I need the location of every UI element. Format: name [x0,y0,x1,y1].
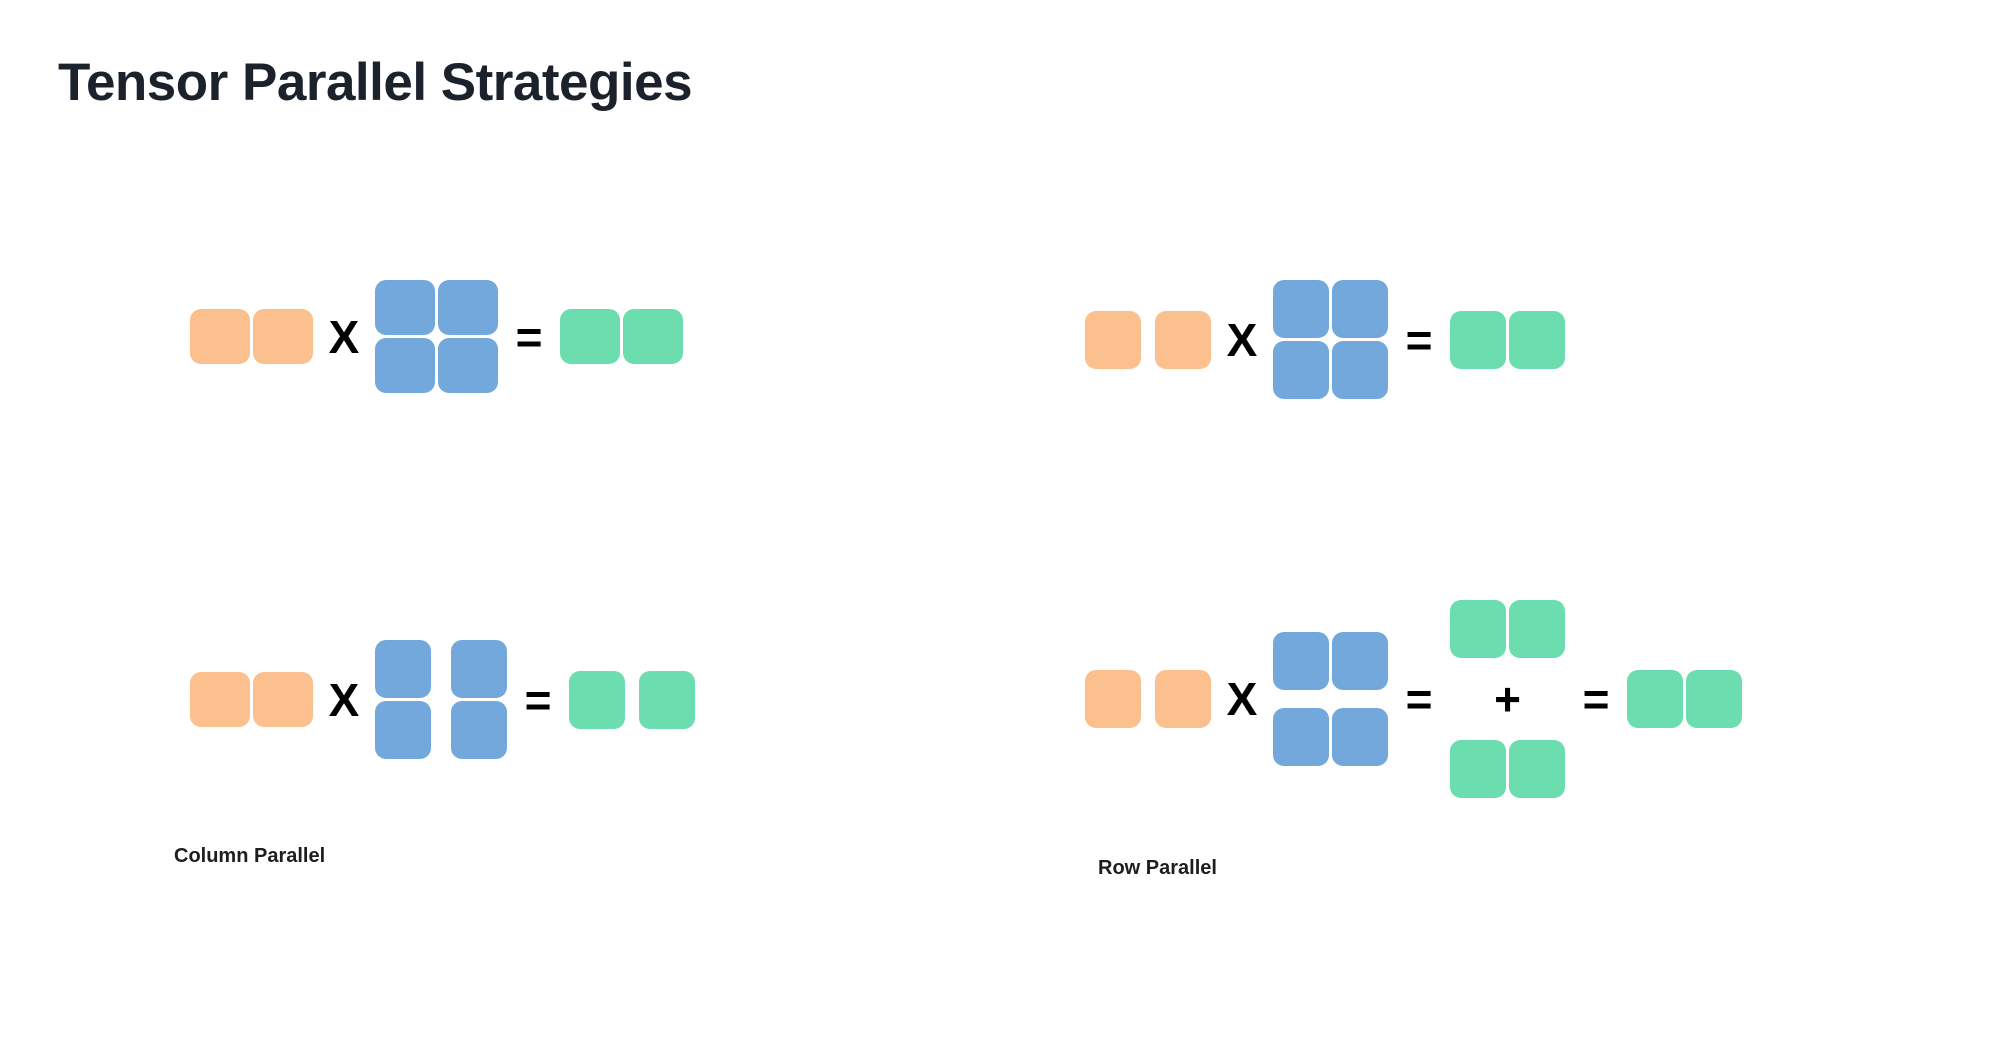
output-matrix-reduced [1627,670,1742,728]
equals-operator: = [1582,673,1610,725]
weight-cell [375,338,435,393]
output-cell [569,670,625,729]
weight-cell [1332,708,1388,766]
weight-cell [451,701,507,759]
weight-matrix-split-columns [375,640,507,759]
weight-shard-column [375,640,431,759]
weight-matrix-unsharded [375,280,498,393]
output-cell [623,309,683,364]
output-matrix-split-columns [569,670,695,729]
page-title: Tensor Parallel Strategies [58,53,693,112]
input-cell [190,672,250,727]
label-row-parallel: Row Parallel [1098,857,1217,879]
plus-operator: + [1494,673,1521,725]
weight-matrix-split-rows [1273,632,1388,766]
weight-row [375,338,498,393]
weight-shard-column [451,640,507,759]
weight-cell [451,640,507,698]
input-matrix-unsharded [190,672,313,727]
weight-cell [1273,341,1329,399]
weight-shard-row [1273,708,1388,766]
weight-cell [375,280,435,335]
partial-sum-cell [1509,600,1565,658]
output-matrix-unsharded [1450,310,1565,369]
diagram-row-parallel: X = + = [1085,600,1742,798]
output-matrix-unsharded [560,309,683,364]
partial-sum-cell [1450,600,1506,658]
diagram-row1-left: X = [190,280,683,393]
output-cell [1686,670,1742,728]
equals-operator: = [1405,313,1433,366]
equals-operator: = [524,673,552,726]
output-cell [1450,310,1506,369]
weight-cell [1273,280,1329,338]
weight-cell [375,701,431,759]
weight-matrix-unsharded [1273,280,1388,399]
input-cell [1085,310,1141,369]
partial-sum-matrix [1450,600,1565,658]
multiply-operator: X [1226,313,1258,366]
partial-sum-cell [1509,740,1565,798]
weight-cell [438,280,498,335]
input-cell [253,309,313,364]
input-matrix-split-columns [1085,670,1211,728]
weight-row [375,280,498,335]
partial-sum-matrix [1450,740,1565,798]
input-matrix-unsharded [190,309,313,364]
output-cell [639,670,695,729]
input-cell [1155,670,1211,728]
partial-sum-cell [1450,740,1506,798]
weight-row [1273,341,1388,399]
output-cell [1509,310,1565,369]
multiply-operator: X [1226,673,1258,725]
input-cell [190,309,250,364]
input-cell [1155,310,1211,369]
weight-cell [1332,632,1388,690]
diagram-row1-right: X = [1085,280,1565,399]
diagram-column-parallel: X = [190,640,695,759]
weight-cell [1332,280,1388,338]
input-matrix-split-columns [1085,310,1211,369]
weight-cell [1273,632,1329,690]
weight-cell [1273,708,1329,766]
output-cell [1627,670,1683,728]
weight-shard-row [1273,632,1388,690]
multiply-operator: X [328,673,360,726]
weight-cell [375,640,431,698]
equals-operator: = [515,310,543,363]
label-column-parallel: Column Parallel [174,845,326,867]
input-cell [253,672,313,727]
multiply-operator: X [328,310,360,363]
input-cell [1085,670,1141,728]
output-cell [560,309,620,364]
weight-cell [1332,341,1388,399]
partial-sums-group: + [1450,600,1565,798]
equals-operator: = [1405,673,1433,725]
weight-cell [438,338,498,393]
weight-row [1273,280,1388,338]
